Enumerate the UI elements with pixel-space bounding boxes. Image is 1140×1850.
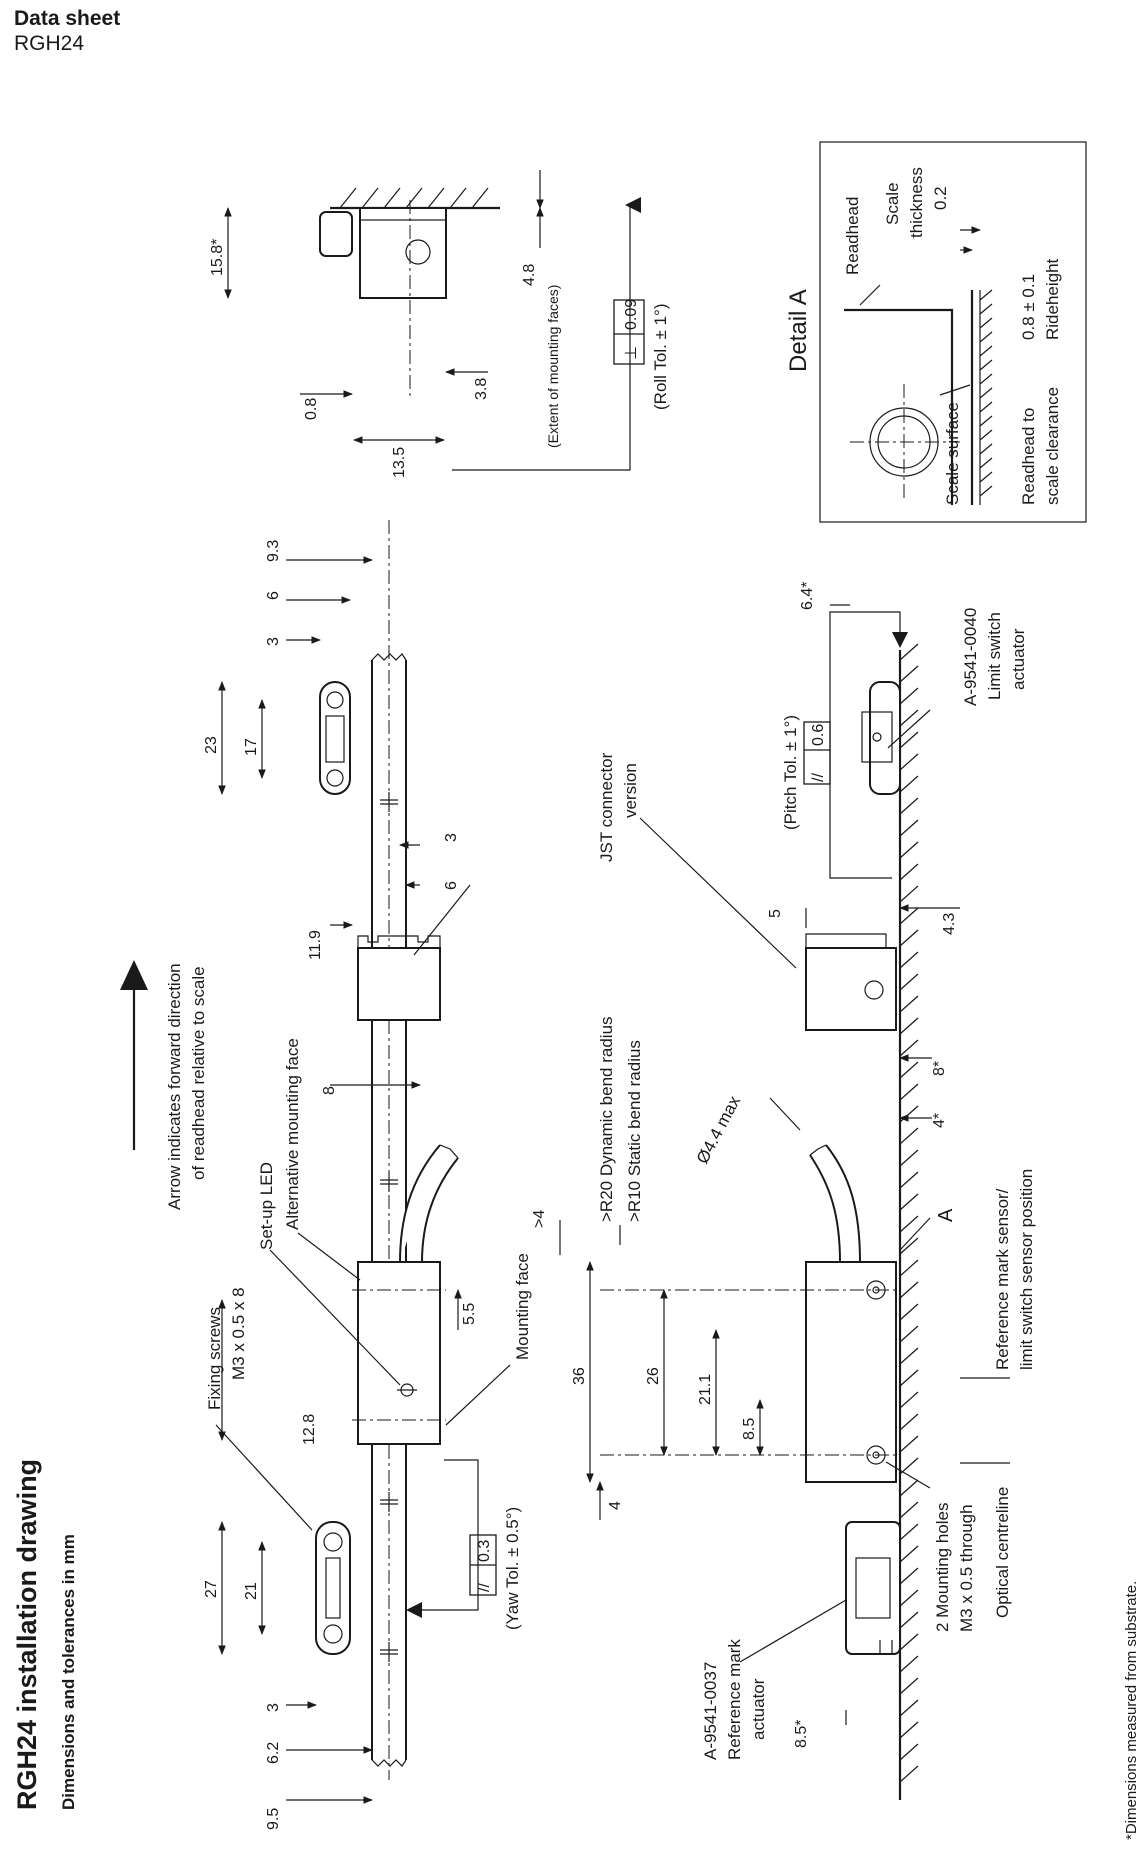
- dim-8-5: 8.5: [741, 1418, 758, 1440]
- dim-gt4: >4: [531, 1210, 548, 1228]
- dim-3-b: 3: [443, 833, 460, 842]
- end-view-dimensions: [224, 170, 544, 444]
- dim-3-c: 3: [265, 637, 282, 646]
- limit-actuator-label-1: A-9541-0040: [961, 608, 980, 706]
- cable-diameter-label: Ø4.4 max: [693, 1092, 745, 1166]
- dim-5-5: 5.5: [461, 1303, 478, 1325]
- ref-actuator-label-3: actuator: [749, 1678, 768, 1740]
- dim-0-8: 0.8: [303, 398, 320, 420]
- top-view-dimensions: [218, 556, 462, 1804]
- dim-3-8: 3.8: [473, 378, 490, 400]
- arrow-label-line2: of readhead relative to scale: [189, 966, 208, 1180]
- footnote: *Dimensions measured from substrate.: [1123, 1581, 1140, 1840]
- mounting-face-label: Mounting face: [513, 1253, 532, 1360]
- limit-actuator-label-3: actuator: [1009, 628, 1028, 690]
- detail-scale-thick-2: thickness: [907, 167, 926, 238]
- dim-8-5-star: 8.5*: [793, 1720, 810, 1748]
- detail-ride-1: 0.8 ± 0.1: [1019, 274, 1038, 340]
- pitch-value: 0.6: [810, 724, 827, 746]
- end-view: [319, 187, 500, 400]
- dim-13-5: 13.5: [391, 447, 408, 478]
- yaw-value: 0.3: [476, 1540, 493, 1562]
- roll-tolerance-label: (Roll Tol. ± 1°): [651, 303, 670, 410]
- mounting-holes-label-2: M3 x 0.5 through: [957, 1504, 976, 1632]
- detail-scale-surface: Scale surface: [943, 402, 962, 505]
- setup-led-label: Set-up LED: [257, 1162, 276, 1250]
- bend-dynamic-label: >R20 Dynamic bend radius: [597, 1016, 616, 1222]
- ref-actuator-label-1: A-9541-0037: [701, 1662, 720, 1760]
- jst-connector-label-2: version: [621, 763, 640, 818]
- dim-6-a: 6: [443, 881, 460, 890]
- roll-tolerance-frame: ⊥ 0.09: [613, 299, 645, 365]
- detail-a-box: [819, 141, 1087, 523]
- dim-8: 8: [321, 1086, 338, 1095]
- optical-centreline-label: Optical centreline: [993, 1487, 1012, 1618]
- extent-mounting-faces-label: (Extent of mounting faces): [545, 285, 561, 448]
- alt-mounting-face-label: Alternative mounting face: [283, 1038, 302, 1230]
- dim-26: 26: [645, 1367, 662, 1385]
- detail-a-title: Detail A: [785, 289, 812, 372]
- dim-8-star: 8*: [931, 1061, 948, 1076]
- arrow-label-line1: Arrow indicates forward direction: [165, 963, 184, 1210]
- detail-clearance-2: scale clearance: [1043, 387, 1062, 505]
- header: Data sheet RGH24: [14, 6, 120, 56]
- dim-36: 36: [571, 1367, 588, 1385]
- dim-21-1: 21.1: [697, 1374, 714, 1405]
- dim-6-4: 6.4*: [799, 582, 816, 610]
- dim-4-3: 4.3: [941, 913, 958, 935]
- page-title: RGH24 installation drawing: [12, 1459, 42, 1810]
- dim-4-star: 4*: [931, 1113, 948, 1128]
- header-subtitle: RGH24: [14, 32, 85, 55]
- limit-actuator-label-2: Limit switch: [985, 612, 1004, 700]
- ref-mark-sensor-label-1: Reference mark sensor/: [993, 1188, 1012, 1370]
- dim-27: 27: [203, 1580, 220, 1598]
- fixing-screws-label-2: M3 x 0.5 x 8: [229, 1287, 248, 1380]
- dim-5: 5: [767, 909, 784, 918]
- detail-clearance-1: Readhead to: [1019, 408, 1038, 505]
- yaw-symbol: //: [476, 1583, 493, 1592]
- dim-6-b: 6: [265, 591, 282, 600]
- jst-connector-label-1: JST connector: [597, 752, 616, 862]
- detail-scale-thick-3: 0.2: [931, 186, 950, 210]
- detail-ride-2: Rideheight: [1043, 258, 1062, 340]
- dim-3-a: 3: [265, 1703, 282, 1712]
- ref-actuator-label-2: Reference mark: [725, 1639, 744, 1760]
- fixing-screws-label-1: Fixing screws: [205, 1307, 224, 1410]
- detail-scale-thick-1: Scale: [883, 182, 902, 225]
- mounting-holes-label-1: 2 Mounting holes: [933, 1503, 952, 1632]
- dim-12-8: 12.8: [301, 1414, 318, 1445]
- pitch-tolerance-frame: // 0.6: [803, 721, 831, 785]
- dim-9-3: 9.3: [265, 540, 282, 562]
- dim-4-8: 4.8: [521, 264, 538, 286]
- dim-17: 17: [243, 738, 260, 756]
- roll-symbol: ⊥: [623, 346, 640, 360]
- page-subtitle: Dimensions and tolerances in mm: [59, 1534, 78, 1810]
- dim-15-8: 15.8*: [209, 239, 226, 276]
- pitch-symbol: //: [810, 773, 827, 782]
- roll-value: 0.09: [623, 299, 640, 330]
- header-title: Data sheet: [14, 7, 121, 30]
- yaw-tolerance-label: (Yaw Tol. ± 0.5°): [503, 1507, 522, 1630]
- dim-21: 21: [243, 1582, 260, 1600]
- pitch-tolerance-label: (Pitch Tol. ± 1°): [781, 715, 800, 830]
- dim-9-5: 9.5: [265, 1808, 282, 1830]
- end-view-dimension-texts: 15.8* 0.8 13.5 3.8 4.8: [209, 239, 538, 478]
- dim-4-a: 4: [607, 1501, 624, 1510]
- detail-readhead-label: Readhead: [843, 197, 862, 275]
- ref-mark-sensor-label-2: limit switch sensor position: [1017, 1169, 1036, 1370]
- side-view: [452, 197, 919, 1800]
- dim-11-9: 11.9: [307, 930, 324, 960]
- bend-static-label: >R10 Static bend radius: [625, 1040, 644, 1222]
- yaw-tolerance-frame: // 0.3: [469, 1534, 497, 1596]
- forward-direction-arrow-icon: [120, 960, 148, 1150]
- side-view-dimensions: [559, 604, 960, 1725]
- side-view-dimension-texts: 4 36 26 21.1 8.5 >4 4* 8* 5 4.3 6.4* 8.5…: [531, 582, 958, 1748]
- top-view-dimension-texts: 9.5 6.2 3 27 21 12.8 5.5 8 11.9 6 3 23 1…: [203, 540, 478, 1830]
- dim-6-2: 6.2: [265, 1742, 282, 1764]
- dim-23: 23: [203, 736, 220, 754]
- detail-a-marker: A: [935, 1208, 957, 1222]
